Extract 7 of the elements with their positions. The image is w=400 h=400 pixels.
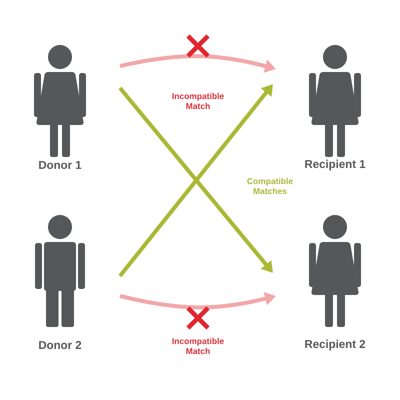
annotation-label: Compatible Matches	[247, 178, 293, 194]
node-label: Donor 1	[39, 161, 82, 169]
edge-label: Incompatible Match	[166, 336, 230, 356]
node-label: Recipient 1	[305, 160, 366, 170]
node-label: Donor 2	[39, 340, 82, 350]
edge-label: Incompatible Match	[166, 92, 230, 110]
node-label: Recipient 2	[305, 340, 366, 350]
